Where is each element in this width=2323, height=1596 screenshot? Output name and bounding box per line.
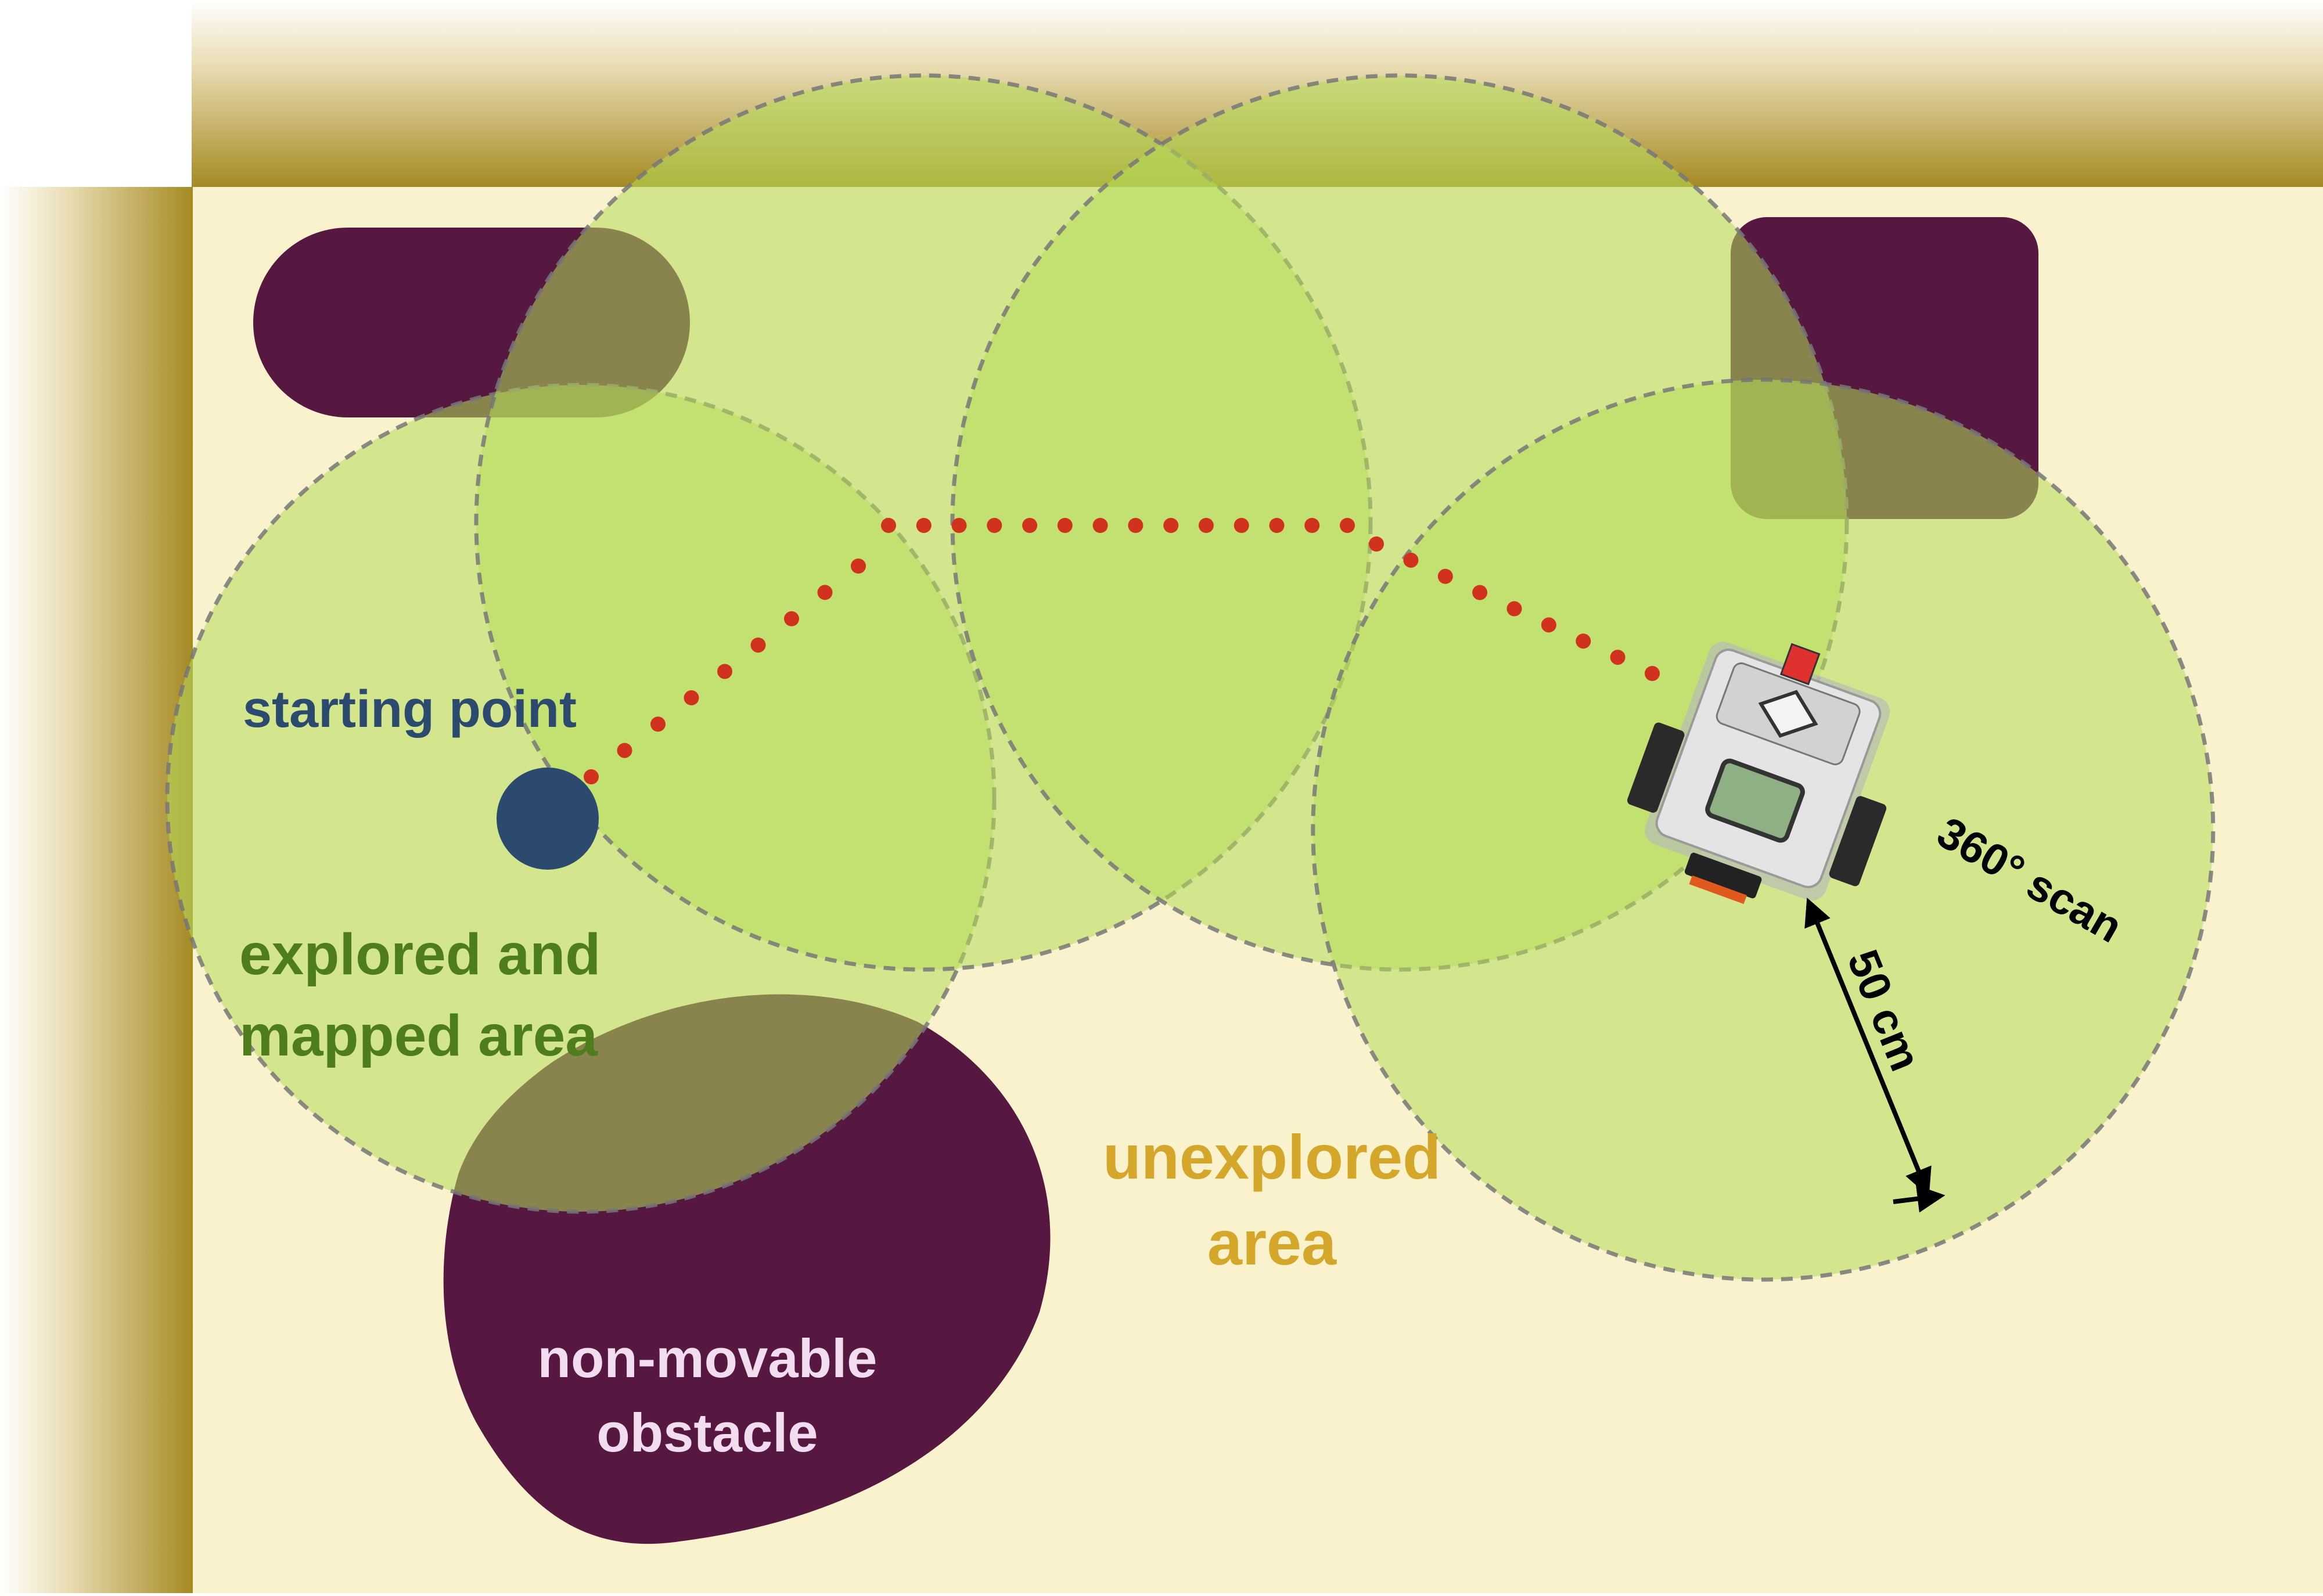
path-dot bbox=[1128, 518, 1143, 533]
unexplored-label-line1: unexplored bbox=[1103, 1122, 1441, 1192]
robot-screen bbox=[1705, 758, 1805, 843]
path-dot bbox=[987, 518, 1002, 533]
path-dot bbox=[1369, 536, 1384, 552]
path-dot bbox=[1472, 585, 1488, 600]
explored-label-line1: explored and bbox=[239, 922, 600, 987]
arc-arrow-tip bbox=[1893, 1184, 1946, 1213]
path-dot bbox=[817, 585, 833, 600]
path-dot bbox=[750, 637, 766, 653]
path-dot bbox=[717, 664, 732, 679]
path-dot bbox=[1269, 518, 1285, 533]
path-dot bbox=[1576, 633, 1591, 649]
path-dot bbox=[617, 743, 632, 758]
robot-wheel-right bbox=[1829, 796, 1887, 887]
starting-point-label: starting point bbox=[243, 680, 577, 738]
path-dot bbox=[1022, 518, 1038, 533]
path-dot bbox=[584, 769, 599, 784]
distance-arrow bbox=[1804, 898, 1932, 1197]
path-dot bbox=[881, 518, 896, 533]
robot-sensor bbox=[1684, 852, 1762, 899]
path-dot bbox=[1506, 601, 1522, 617]
explored-label-line2: mapped area bbox=[239, 1003, 598, 1068]
path-dots bbox=[584, 518, 1660, 784]
path-dot bbox=[951, 518, 967, 533]
robot-red-connector bbox=[1779, 643, 1821, 686]
obstacle-label-line1: non-movable bbox=[538, 1328, 878, 1389]
path-dot bbox=[1610, 650, 1626, 665]
obstacle-label-line2: obstacle bbox=[596, 1402, 818, 1463]
path-dot bbox=[1541, 617, 1556, 633]
path-dot bbox=[1092, 518, 1108, 533]
path-dot bbox=[1437, 568, 1453, 584]
path-dot bbox=[684, 690, 699, 705]
path-dot bbox=[1163, 518, 1179, 533]
path-dot bbox=[784, 611, 799, 626]
path-dot bbox=[851, 559, 866, 574]
path-dot bbox=[1304, 518, 1320, 533]
path-dot bbox=[1645, 666, 1660, 681]
path-dot bbox=[1234, 518, 1249, 533]
robot-icon bbox=[1627, 642, 1890, 905]
path-dot bbox=[916, 518, 932, 533]
path-dot bbox=[1403, 552, 1419, 568]
robot-button-pad bbox=[1758, 690, 1818, 738]
unexplored-label-line2: area bbox=[1207, 1208, 1337, 1278]
robot-wheel-left bbox=[1627, 722, 1685, 813]
path-dot bbox=[1198, 518, 1214, 533]
wall-left bbox=[0, 187, 193, 1593]
start-point-marker bbox=[497, 768, 599, 870]
path-dot bbox=[1057, 518, 1073, 533]
robot-sensor-tip bbox=[1689, 875, 1747, 905]
path-dot bbox=[650, 716, 666, 732]
path-dot bbox=[1340, 518, 1355, 533]
